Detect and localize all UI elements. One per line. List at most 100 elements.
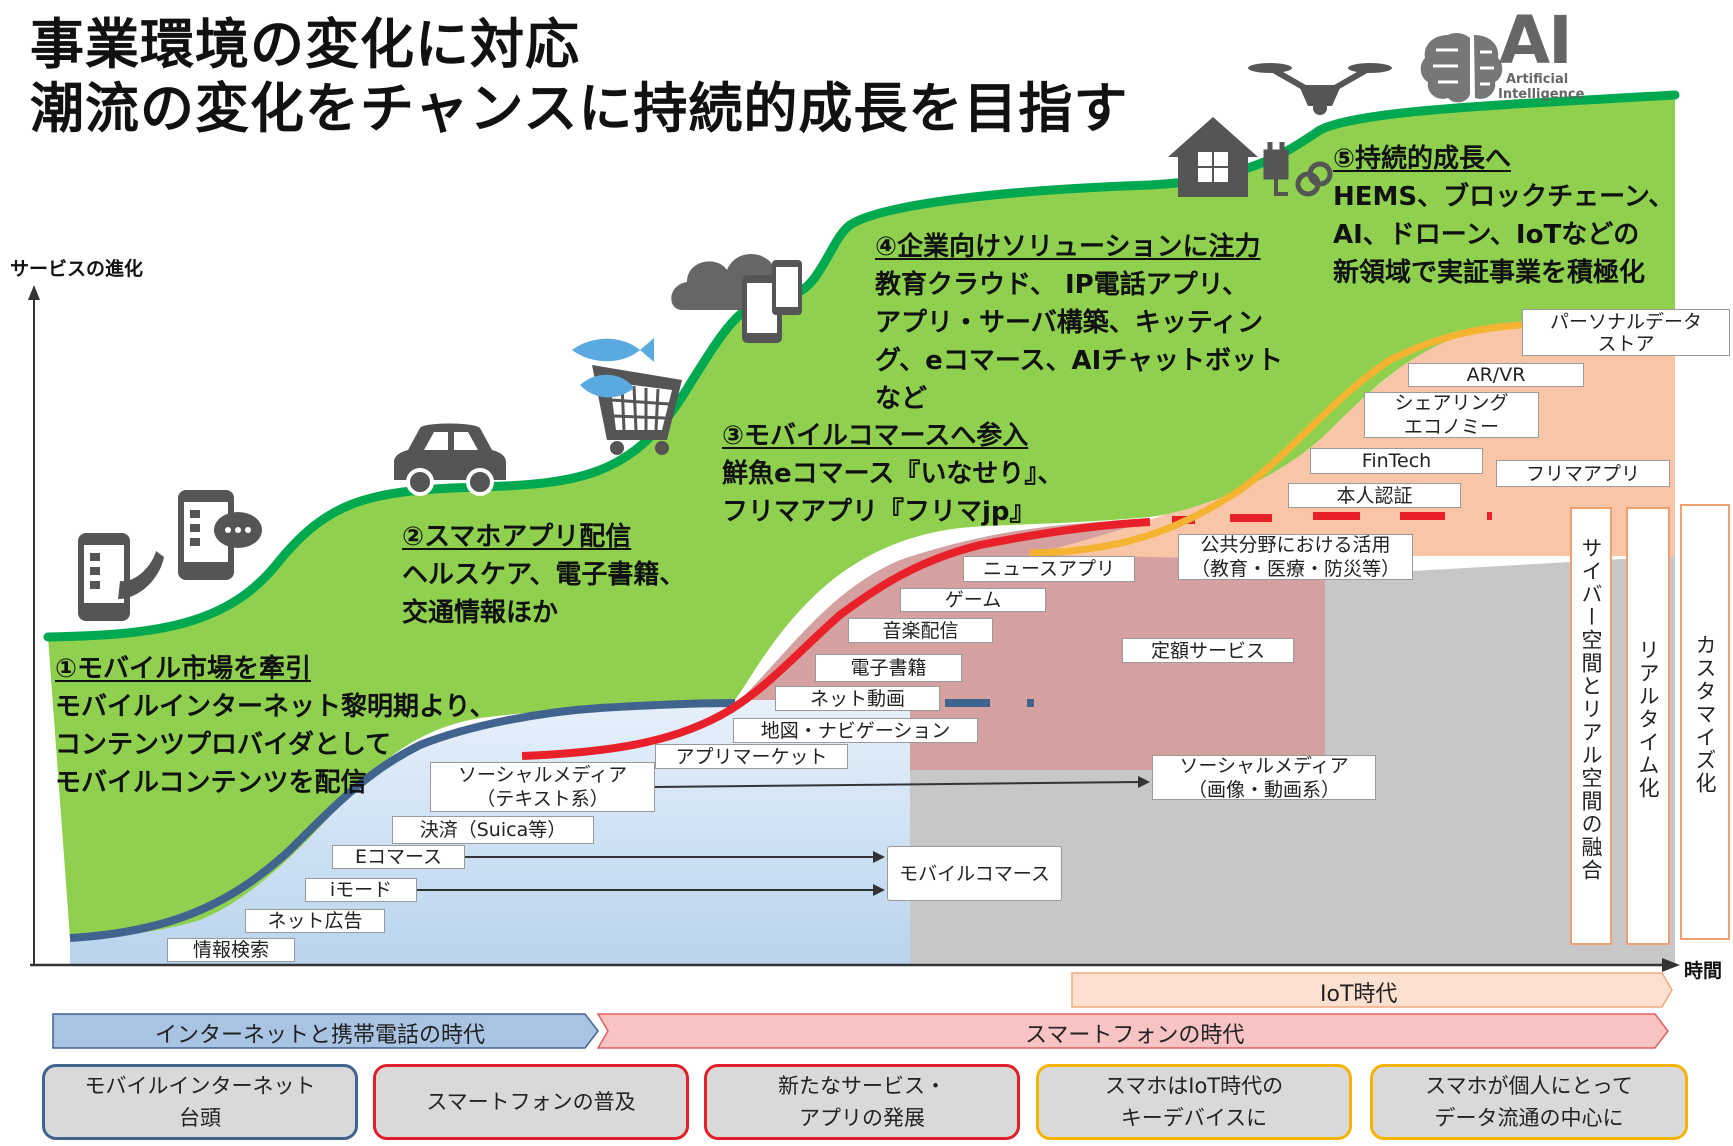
phase-box-5-line: スマホが個人にとって	[1425, 1074, 1633, 1098]
phase-box-3: 新たなサービス・ アプリの発展	[704, 1064, 1020, 1140]
phase-box-4: スマホはIoT時代の キーデバイスに	[1036, 1064, 1352, 1140]
phase-box-2: スマートフォンの普及	[373, 1064, 689, 1140]
page-title-line1: 事業環境の変化に対応	[30, 13, 580, 76]
service-fleamarket: フリマアプリ	[1496, 460, 1670, 487]
service-net-video: ネット動画	[775, 686, 940, 711]
headline-5-line: AI、ドローン、IoTなどの	[1333, 220, 1640, 250]
y-axis-label: サービスの進化	[10, 258, 144, 280]
headline-1: ①モバイル市場を牽引 モバイルインターネット黎明期より、 コンテンツプロバイダと…	[55, 650, 495, 802]
car-icon	[394, 423, 506, 496]
blue-growth-line	[69, 699, 736, 942]
headline-5-heading: ⑤持続的成長へ	[1333, 144, 1512, 174]
internet-era-band	[52, 1013, 599, 1049]
x-axis-label: 時間	[1684, 960, 1723, 982]
service-payment: 決済（Suica等）	[392, 816, 594, 844]
headline-2-line: 交通情報ほか	[402, 598, 559, 628]
service-ebook: 電子書籍	[815, 654, 962, 682]
phase-box-1-line: 台頭	[179, 1106, 221, 1130]
headline-5: ⑤持続的成長へ HEMS、ブロックチェーン、 AI、ドローン、IoTなどの 新領…	[1333, 140, 1674, 292]
headline-4-line: 教育クラウド、 IP電話アプリ、	[875, 270, 1249, 300]
green-region	[48, 95, 1675, 938]
headline-3-line: 鮮魚eコマース『いなせり』、	[722, 459, 1064, 489]
phase-box-5-line: データ流通の中心に	[1434, 1106, 1624, 1130]
headline-4: ④企業向けソリューションに注力 教育クラウド、 IP電話アプリ、 アプリ・サーバ…	[875, 228, 1283, 418]
service-news-app: ニュースアプリ	[963, 556, 1135, 582]
era-smartphone-label: スマートフォンの時代	[1025, 1023, 1245, 1048]
headline-1-heading: ①モバイル市場を牽引	[55, 654, 312, 684]
headline-5-line: 新領域で実証事業を積極化	[1333, 258, 1646, 288]
smartphone-chat-icon	[178, 490, 262, 580]
service-game: ゲーム	[900, 588, 1046, 612]
vertical-label-cyber: サイバー空間とリアル空間の融合	[1570, 507, 1612, 945]
cloud-devices-icon	[671, 253, 802, 343]
smartphone-era-band	[596, 1013, 1669, 1049]
headline-4-line: グ、eコマース、AIチャットボット	[875, 346, 1284, 376]
service-social-media: ソーシャルメディア （画像・動画系）	[1152, 754, 1376, 801]
drone-icon	[1248, 63, 1392, 115]
phase-box-3-line: アプリの発展	[799, 1106, 925, 1130]
service-social-text-line: （テキスト系）	[476, 788, 609, 810]
era-internet-label: インターネットと携帯電話の時代	[155, 1023, 486, 1048]
phase-box-1-line: モバイルインターネット	[84, 1074, 316, 1098]
iot-era-band	[1071, 972, 1673, 1008]
service-music: 音楽配信	[848, 618, 993, 643]
headline-3-heading: ③モバイルコマースへ参入	[722, 421, 1029, 451]
service-mobile-commerce: モバイルコマース	[887, 846, 1062, 901]
fish-cart-icon	[572, 338, 682, 455]
service-net-ad: ネット広告	[245, 909, 385, 933]
arrow-social	[654, 781, 1141, 788]
headline-4-heading: ④企業向けソリューションに注力	[875, 232, 1261, 262]
service-social-media-line: ソーシャルメディア	[1179, 754, 1349, 777]
service-pds: パーソナルデータ ストア	[1522, 309, 1730, 356]
service-map-nav: 地図・ナビゲーション	[733, 718, 978, 743]
smartphone-call-icon	[78, 533, 164, 621]
phase-box-4-line: キーデバイスに	[1120, 1106, 1268, 1130]
service-info-search: 情報検索	[167, 938, 295, 962]
service-sharing-line: エコノミー	[1403, 416, 1499, 438]
vertical-label-customize: カスタマイズ化	[1680, 504, 1730, 940]
service-sharing-line: シェアリング	[1394, 392, 1509, 414]
headline-1-line: モバイルコンテンツを配信	[55, 768, 367, 798]
service-subscription: 定額サービス	[1122, 638, 1294, 663]
service-app-market: アプリマーケット	[655, 744, 848, 769]
ai-logo-small2: Intelligence	[1498, 87, 1585, 102]
y-axis-arrow	[28, 285, 40, 300]
vertical-label-realtime: リアルタイム化	[1626, 507, 1670, 945]
x-axis-arrow	[1662, 958, 1680, 972]
phase-box-3-line: 新たなサービス・	[778, 1074, 946, 1098]
service-arvr: AR/VR	[1408, 363, 1584, 387]
service-imode: iモード	[305, 878, 417, 902]
headline-4-line: アプリ・サーバ構築、キッティン	[875, 308, 1264, 338]
phase-box-5: スマホが個人にとって データ流通の中心に	[1370, 1064, 1688, 1140]
brain-icon	[1420, 33, 1503, 103]
headline-1-line: モバイルインターネット黎明期より、	[55, 692, 496, 722]
phase-box-2-line: スマートフォンの普及	[426, 1090, 636, 1114]
red-growth-line	[521, 518, 1151, 760]
ai-logo-big: AI	[1499, 2, 1573, 79]
phase-box-4-line: スマホはIoT時代の	[1104, 1074, 1284, 1098]
service-identity: 本人認証	[1288, 483, 1461, 508]
service-pds-line: ストア	[1597, 332, 1655, 355]
service-public-line: 公共分野における活用	[1200, 534, 1391, 556]
service-fintech: FinTech	[1310, 448, 1483, 474]
service-public: 公共分野における活用 （教育・医療・防災等）	[1178, 534, 1413, 580]
orange-growth-line	[1029, 321, 1525, 557]
headline-3-line: フリマアプリ『フリマjp』	[722, 497, 1036, 527]
headline-2: ②スマホアプリ配信 ヘルスケア、電子書籍、 交通情報ほか	[402, 518, 685, 632]
service-social-media-line: （画像・動画系）	[1187, 778, 1340, 801]
headline-1-line: コンテンツプロバイダとして	[55, 730, 392, 760]
service-ecommerce: Eコマース	[332, 845, 465, 869]
service-pds-line: パーソナルデータ	[1549, 310, 1702, 333]
headline-5-line: HEMS、ブロックチェーン、	[1333, 182, 1675, 212]
smart-home-icon	[1168, 117, 1333, 197]
headline-2-line: ヘルスケア、電子書籍、	[402, 560, 686, 590]
phase-box-1: モバイルインターネット 台頭	[42, 1064, 358, 1140]
headline-2-heading: ②スマホアプリ配信	[402, 522, 632, 552]
ai-logo-small1: Artificial	[1506, 72, 1569, 87]
service-public-line: （教育・医療・防災等）	[1190, 558, 1400, 580]
headline-3: ③モバイルコマースへ参入 鮮魚eコマース『いなせり』、 フリマアプリ『フリマjp…	[722, 417, 1063, 531]
era-iot-label: IoT時代	[1320, 982, 1398, 1007]
service-social-text: ソーシャルメディア （テキスト系）	[430, 762, 655, 812]
page-title-line2: 潮流の変化をチャンスに持続的成長を目指す	[30, 77, 1129, 140]
service-social-text-line: ソーシャルメディア	[457, 764, 628, 786]
